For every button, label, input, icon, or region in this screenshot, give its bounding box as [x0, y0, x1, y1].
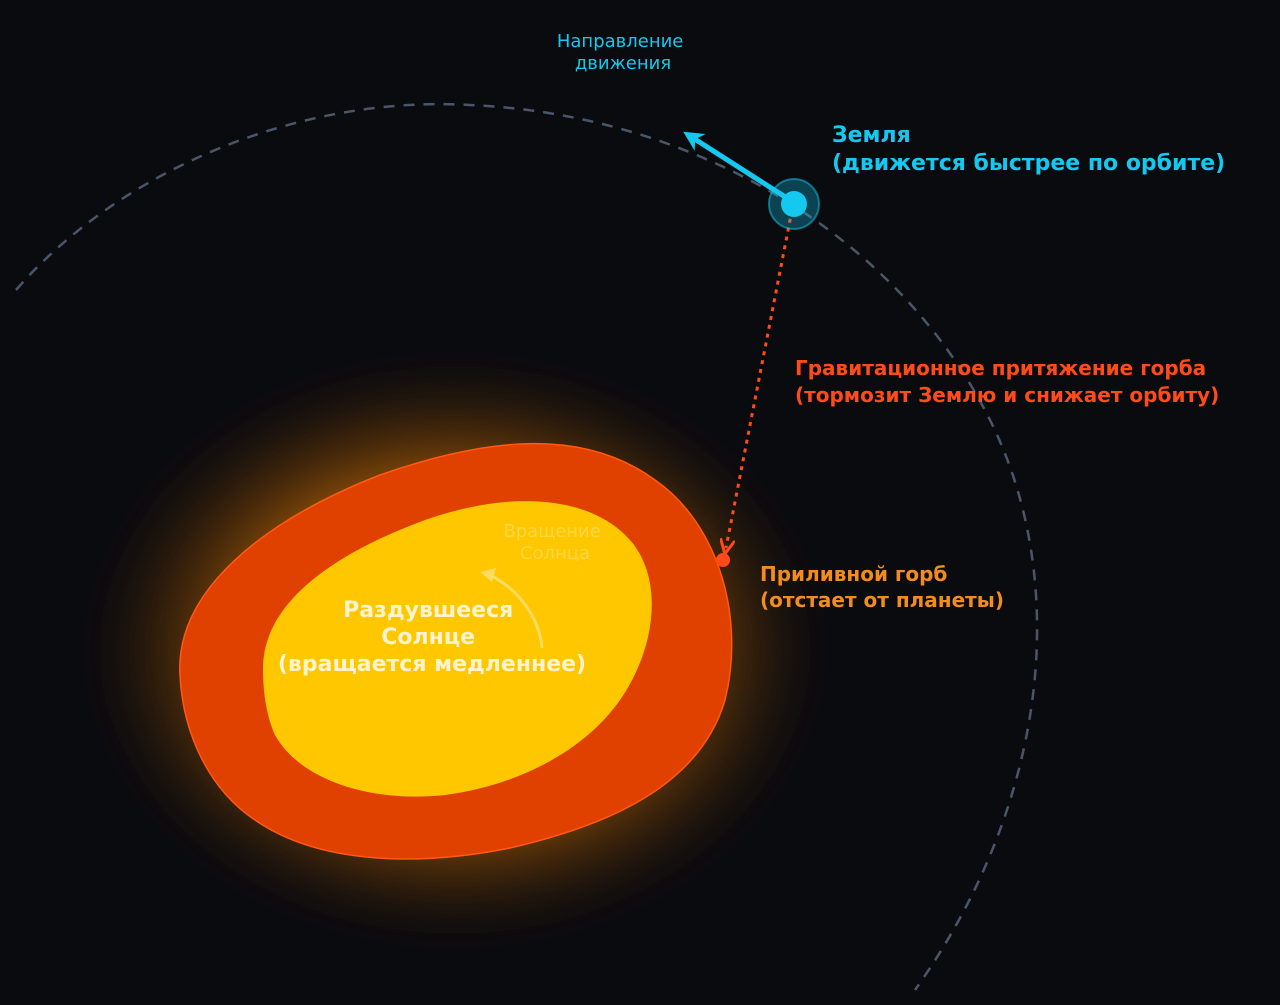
earth-label-line1: Земля: [832, 123, 911, 148]
sun-label: Раздувшееся Солнце (вращается медленнее): [278, 598, 586, 677]
direction-label: Направление движения: [557, 31, 689, 74]
direction-label-line2: движения: [575, 53, 671, 74]
earth-label-line2: (движется быстрее по орбите): [832, 151, 1225, 176]
sun-rotation-label-line1: Вращение: [503, 521, 600, 542]
gravity-label-line1: Гравитационное притяжение горба: [795, 356, 1206, 380]
sun-label-line1: Раздувшееся: [343, 598, 513, 623]
sun-rotation-arrowhead: [480, 568, 496, 582]
earth-planet: [781, 191, 807, 217]
tidal-bulge-label-line2: (отстает от планеты): [760, 588, 1004, 612]
tidal-bulge-label-line1: Приливной горб: [760, 562, 947, 586]
tidal-bulge-label: Приливной горб (отстает от планеты): [760, 562, 1004, 612]
sun-label-line3: (вращается медленнее): [278, 652, 586, 677]
sun-label-line2: Солнце: [381, 625, 475, 650]
sun-rotation-label: Вращение Солнца: [503, 521, 606, 564]
sun-rotation-label-line2: Солнца: [520, 543, 590, 564]
gravity-pull-line: [726, 209, 794, 548]
sun-inner-core: [262, 501, 652, 797]
gravity-label-line2: (тормозит Землю и снижает орбиту): [795, 383, 1219, 407]
gravity-label: Гравитационное притяжение горба (тормози…: [795, 356, 1219, 407]
tidal-bulge-point: [716, 553, 730, 567]
earth-label: Земля (движется быстрее по орбите): [832, 123, 1225, 176]
sun-rotation-arrow: [489, 573, 544, 649]
direction-label-line1: Направление: [557, 31, 684, 52]
